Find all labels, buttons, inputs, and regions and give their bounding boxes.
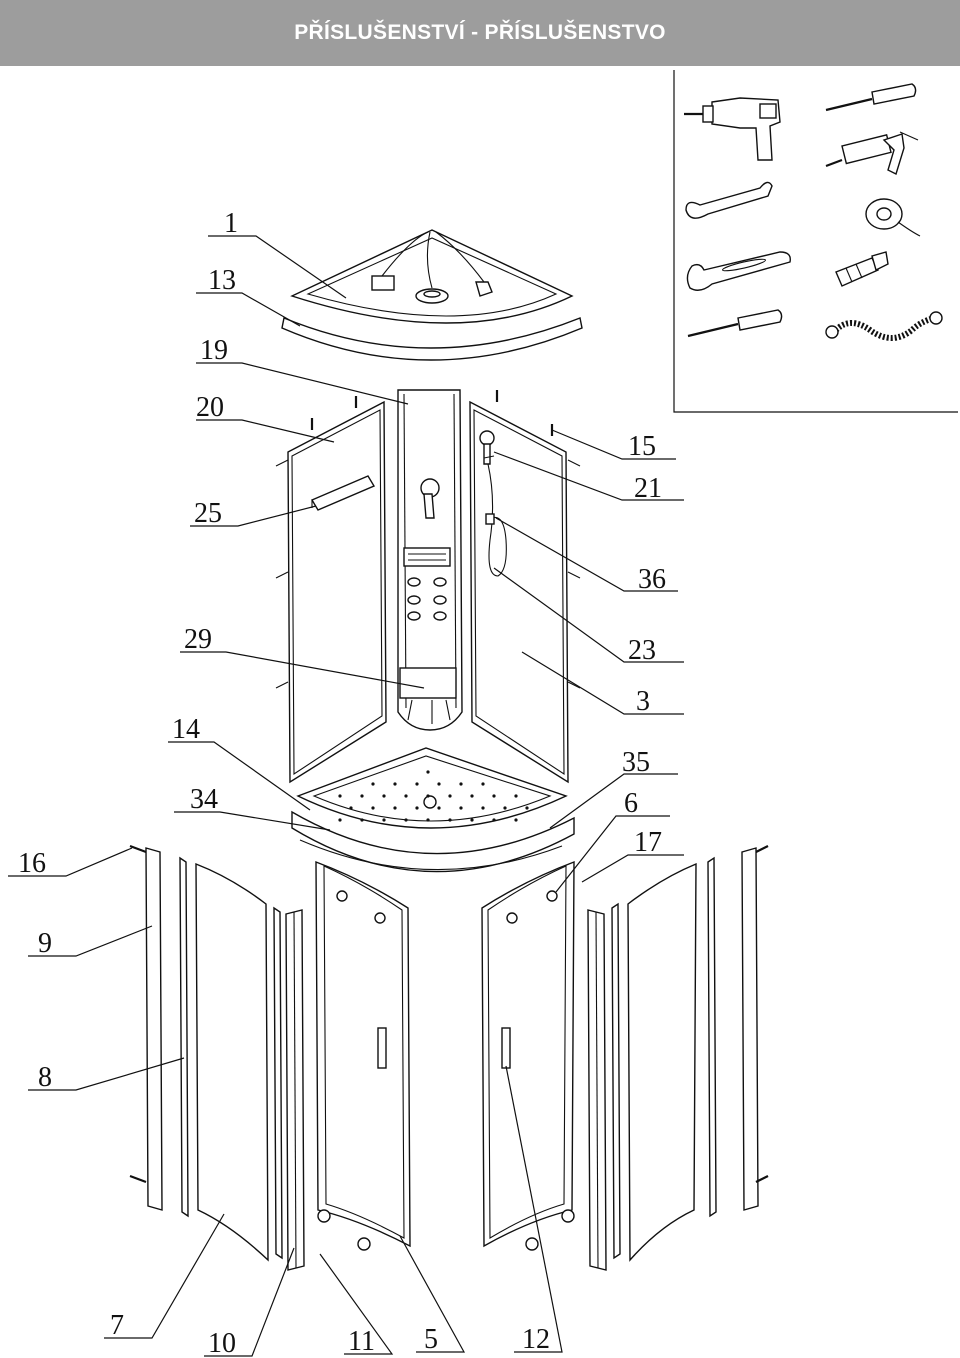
part-number-10: 10 xyxy=(208,1328,236,1358)
drill-icon xyxy=(684,97,781,161)
tray-hole xyxy=(393,806,397,810)
screwdriver-icon xyxy=(825,83,917,112)
part-number-35: 35 xyxy=(622,747,650,778)
part-number-20: 20 xyxy=(196,392,224,423)
part-number-36: 36 xyxy=(638,564,666,595)
part-number-21: 21 xyxy=(634,473,662,504)
part-number-7: 7 xyxy=(110,1310,124,1341)
adjustable-wrench-icon xyxy=(686,251,791,291)
part-number-19: 19 xyxy=(200,335,228,366)
tray-hole xyxy=(470,818,474,822)
roof-seal-strip xyxy=(281,317,583,361)
tray-hole xyxy=(514,794,518,798)
left-sliding-door xyxy=(315,860,411,1251)
tray-hole xyxy=(481,782,485,786)
tray-hole xyxy=(393,782,397,786)
part-number-3: 3 xyxy=(636,686,650,717)
part-labels: 1 13 19 20 25 29 14 34 16 9 8 7 10 11 5 … xyxy=(18,208,666,1358)
tray-hole xyxy=(415,782,419,786)
tray-base-ring xyxy=(299,839,563,871)
tray-hole xyxy=(525,806,529,810)
phillips-screwdriver-icon xyxy=(687,309,783,338)
silicone-gun-icon xyxy=(825,131,919,175)
part-number-5: 5 xyxy=(424,1324,438,1355)
page-title: PŘÍSLUŠENSTVÍ - PŘÍSLUŠENSTVO xyxy=(294,21,666,44)
left-seal xyxy=(179,856,189,1218)
tray-hole xyxy=(470,794,474,798)
tray-hole xyxy=(382,818,386,822)
tray-hole xyxy=(404,818,408,822)
tray-hole xyxy=(415,806,419,810)
part-number-15: 15 xyxy=(628,431,656,462)
tray-hole xyxy=(448,818,452,822)
teflon-tape-icon xyxy=(865,198,921,237)
part-number-8: 8 xyxy=(38,1062,52,1093)
tools-panel xyxy=(673,70,958,413)
left-wall-profile xyxy=(129,844,163,1211)
tray-hole xyxy=(459,782,463,786)
tray-hole xyxy=(492,794,496,798)
shower-tray xyxy=(296,747,568,829)
part-number-17: 17 xyxy=(634,827,662,858)
left-fixed-glass xyxy=(195,862,269,1262)
part-number-9: 9 xyxy=(38,928,52,959)
wrench-icon xyxy=(685,181,773,219)
part-number-1: 1 xyxy=(224,208,238,239)
part-number-12: 12 xyxy=(522,1324,550,1355)
right-sliding-door xyxy=(481,860,575,1251)
tray-holes xyxy=(338,770,529,822)
part-number-11: 11 xyxy=(348,1326,375,1357)
tray-hole xyxy=(349,806,353,810)
tray-hole xyxy=(437,806,441,810)
shower-column xyxy=(397,389,463,731)
tray-hole xyxy=(404,794,408,798)
tray-hole xyxy=(371,782,375,786)
right-back-panel xyxy=(469,400,581,784)
tray-hole xyxy=(492,818,496,822)
part-number-16: 16 xyxy=(18,848,46,879)
header-bar: PŘÍSLUŠENSTVÍ - PŘÍSLUŠENSTVO xyxy=(0,0,960,66)
tray-hole xyxy=(382,794,386,798)
part-number-6: 6 xyxy=(624,788,638,819)
tray-hole xyxy=(426,818,430,822)
tray-hole xyxy=(448,794,452,798)
hand-shower xyxy=(479,430,507,577)
tray-hole xyxy=(426,770,430,774)
tray-hole xyxy=(360,818,364,822)
tray-hole xyxy=(503,806,507,810)
part-number-29: 29 xyxy=(184,624,212,655)
tray-hole xyxy=(338,818,342,822)
part-number-23: 23 xyxy=(628,635,656,666)
part-number-13: 13 xyxy=(208,265,236,296)
tray-hole xyxy=(338,794,342,798)
tray-hole xyxy=(426,794,430,798)
braided-hose-icon xyxy=(825,311,943,341)
left-back-panel xyxy=(275,400,387,784)
part-number-34: 34 xyxy=(190,784,218,815)
hose-adapter-icon xyxy=(835,251,889,287)
tray-hole xyxy=(437,782,441,786)
tray-hole xyxy=(371,806,375,810)
tray-hole xyxy=(514,818,518,822)
tray-hole xyxy=(459,806,463,810)
tray-hole xyxy=(481,806,485,810)
part-number-14: 14 xyxy=(172,714,200,745)
roof-part xyxy=(290,229,574,324)
tray-hole xyxy=(360,794,364,798)
part-number-25: 25 xyxy=(194,498,222,529)
leader-lines xyxy=(8,235,684,1357)
